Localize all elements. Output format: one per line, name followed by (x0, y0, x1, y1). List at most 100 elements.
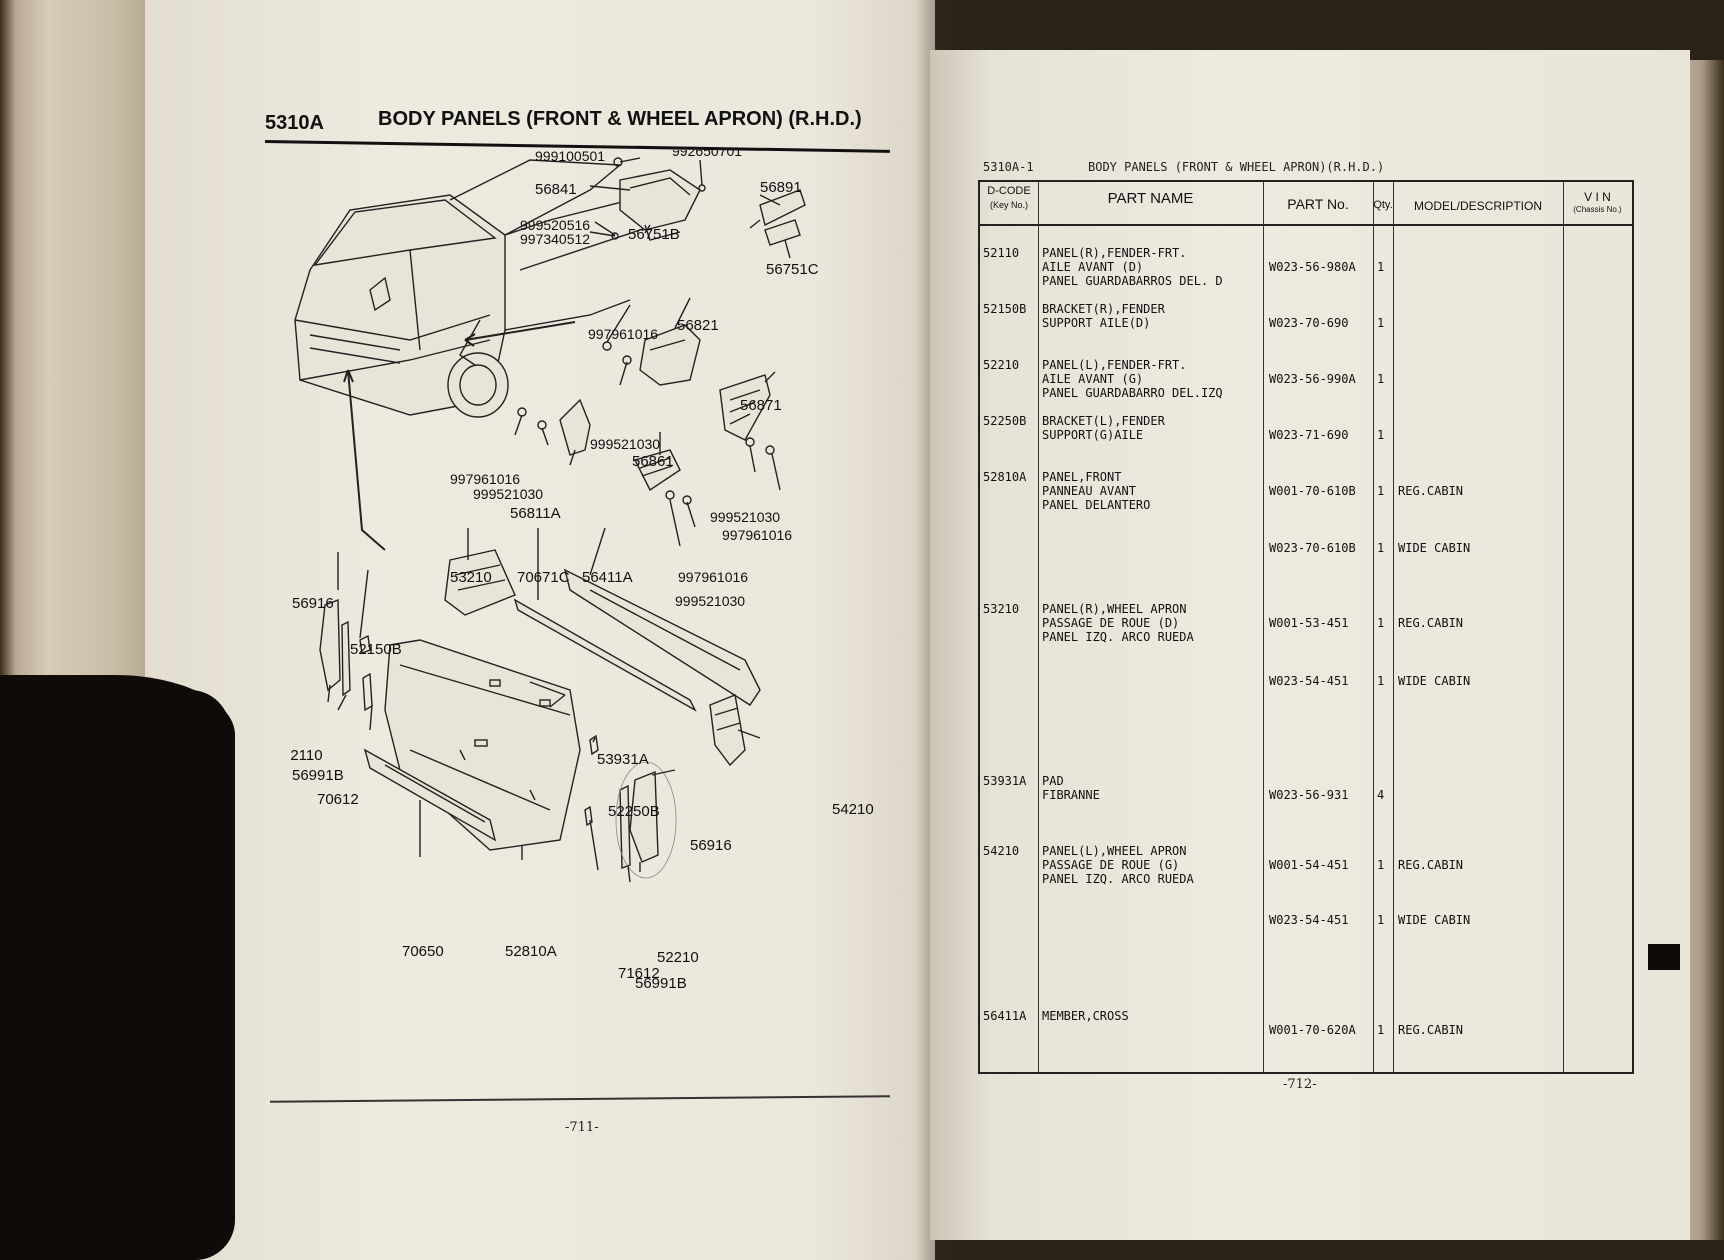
header-part-name: PART NAME (1107, 190, 1194, 207)
callout: 52110 (290, 747, 323, 764)
cell-part-no: W023-56-990A (1269, 372, 1356, 386)
page-title: BODY PANELS (FRONT & WHEEL APRON) (R.H.D… (378, 108, 862, 130)
cell-part-name: PANNEAU AVANT (1042, 484, 1136, 498)
cell-part-name: PANEL GUARDABARROS DEL. D (1042, 274, 1223, 288)
callout: 999521030 (675, 593, 745, 609)
cell-part-no: W023-54-451 (1269, 674, 1349, 688)
cell-part-name: MEMBER,CROSS (1042, 1009, 1129, 1023)
cell-qty: 1 (1377, 541, 1385, 555)
cell-model: WIDE CABIN (1398, 541, 1471, 555)
cell-qty: 1 (1377, 428, 1385, 442)
column-divider (1393, 182, 1394, 1072)
cell-part-name: PANEL(R),FENDER-FRT. (1042, 246, 1187, 260)
cell-dcode: 53210 (983, 602, 1020, 616)
callout: 997961016 (722, 527, 792, 543)
callout: 70612 (317, 791, 359, 808)
callout: 999520516 (520, 217, 590, 233)
callout: 52150B (350, 641, 402, 658)
truck-cab-drawing (294, 159, 671, 418)
cell-qty: 1 (1377, 372, 1385, 386)
callout: 56751B (628, 226, 680, 243)
cell-model: REG.CABIN (1398, 484, 1464, 498)
cell-part-no: W023-70-690 (1269, 316, 1349, 330)
column-divider (1563, 182, 1564, 1072)
cell-part-name: AILE AVANT (G) (1042, 372, 1144, 386)
column-divider (1263, 182, 1264, 1072)
cell-dcode: 52810A (983, 470, 1027, 484)
callout: 70650 (402, 943, 444, 960)
callout: 56916 (690, 837, 732, 854)
header-dcode: D-CODE (987, 185, 1031, 197)
callout: 54210 (832, 801, 874, 818)
cell-part-name: AILE AVANT (D) (1042, 260, 1144, 274)
callout: 997340512 (520, 231, 590, 247)
cell-part-no: W023-71-690 (1269, 428, 1349, 442)
callout: 52210 (657, 949, 699, 966)
callout: 56916 (292, 595, 334, 612)
page-title: BODY PANELS (FRONT & WHEEL APRON)(R.H.D.… (1088, 160, 1385, 174)
cell-dcode: 52250B (983, 414, 1027, 428)
callout: 71612 (618, 965, 660, 982)
callout: 56841 (535, 181, 577, 198)
cell-part-name: SUPPORT(G)AILE (1042, 428, 1144, 442)
callout: 56821 (677, 317, 719, 334)
cell-part-name: SUPPORT AILE(D) (1042, 316, 1151, 330)
cell-qty: 4 (1377, 788, 1385, 802)
thumb-shadow (150, 690, 230, 785)
cell-part-name: BRACKET(R),FENDER (1042, 302, 1165, 316)
callout: 52250B (608, 803, 660, 820)
callout: 999521030 (473, 486, 543, 502)
cell-part-no: W023-56-980A (1269, 260, 1356, 274)
cell-part-name: FIBRANNE (1042, 788, 1100, 802)
header-vin-sub: (Chassis No.) (1573, 205, 1622, 214)
cell-model: REG.CABIN (1398, 858, 1464, 872)
cell-qty: 1 (1377, 674, 1385, 688)
cell-dcode: 53931A (983, 774, 1027, 788)
cell-part-no: W001-70-610B (1269, 484, 1356, 498)
header-qty: Qty. (1373, 199, 1393, 211)
callout: 53931A (597, 751, 649, 768)
cell-qty: 1 (1377, 616, 1385, 630)
cell-part-no: W001-54-451 (1269, 858, 1349, 872)
cell-qty: 1 (1377, 260, 1385, 274)
cell-qty: 1 (1377, 484, 1385, 498)
cell-model: REG.CABIN (1398, 1023, 1464, 1037)
callout: 52810A (505, 943, 557, 960)
cell-model: REG.CABIN (1398, 616, 1464, 630)
cell-model: WIDE CABIN (1398, 913, 1471, 927)
cell-qty: 1 (1377, 858, 1385, 872)
cell-dcode: 56411A (983, 1009, 1027, 1023)
cell-part-name: PANEL,FRONT (1042, 470, 1122, 484)
page-tab-marker (1648, 944, 1680, 970)
callout: 56861 (632, 453, 674, 470)
callout: 997961016 (678, 569, 748, 585)
header-vin: V I N (1584, 190, 1611, 204)
callout: 999100501 (535, 150, 605, 164)
callout: 999521030 (710, 509, 780, 525)
callout: 997961016 (450, 471, 520, 487)
callout: 56751C (766, 261, 819, 278)
callout: 53210 (450, 569, 492, 586)
diagram-callouts: 999100501 992650701 56841 56891 99952051… (290, 150, 874, 992)
cell-part-no: W023-54-451 (1269, 913, 1349, 927)
parts-table: D-CODE (Key No.) PART NAME PART No. Qty.… (978, 180, 1634, 1074)
cell-part-name: PASSAGE DE ROUE (G) (1042, 858, 1180, 872)
cell-part-no: W023-70-610B (1269, 541, 1356, 555)
page-number-left: -711- (565, 1120, 599, 1135)
callout: 56891 (760, 179, 802, 196)
cell-part-name: BRACKET(L),FENDER (1042, 414, 1165, 428)
cell-dcode: 52150B (983, 302, 1027, 316)
cell-model: WIDE CABIN (1398, 674, 1471, 688)
page-number-right: -712- (1283, 1077, 1317, 1092)
callout: 56871 (740, 397, 782, 414)
cell-part-name: PANEL IZQ. ARCO RUEDA (1042, 872, 1194, 886)
cell-dcode: 52110 (983, 246, 1020, 260)
callout: 56991B (292, 767, 344, 784)
column-divider (1373, 182, 1374, 1072)
column-divider (1038, 182, 1039, 1072)
cell-part-name: PAD (1042, 774, 1064, 788)
callout: 999521030 (590, 436, 660, 452)
cell-part-name: PANEL(L),FENDER-FRT. (1042, 358, 1187, 372)
cell-part-name: PANEL DELANTERO (1042, 498, 1151, 512)
section-code: 5310A (265, 112, 324, 134)
